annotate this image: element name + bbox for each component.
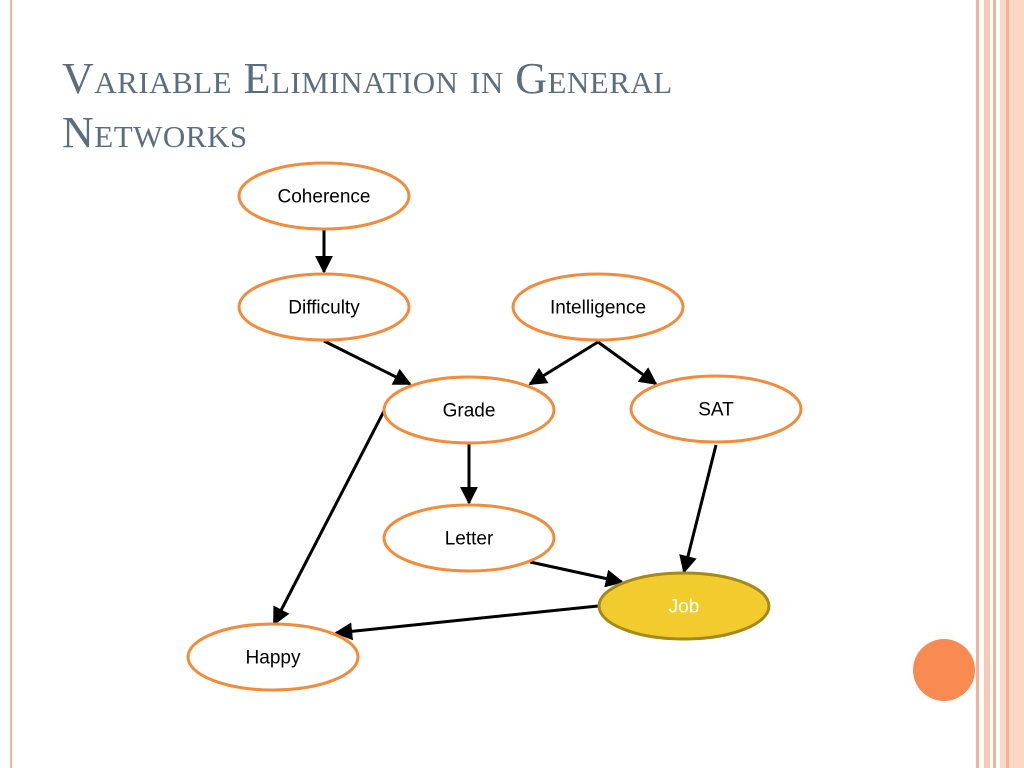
node-intelligence: Intelligence — [511, 272, 685, 342]
node-sat-shape — [629, 374, 803, 444]
node-letter-shape — [382, 503, 556, 573]
node-job: Job — [597, 571, 771, 641]
node-grade-shape — [382, 375, 556, 445]
node-job-shape — [597, 571, 771, 641]
node-coherence-label: Coherence — [278, 187, 371, 208]
left-border-rule — [10, 0, 12, 768]
slide-title-line-1: Variable Elimination in General — [62, 54, 673, 103]
node-difficulty: Difficulty — [237, 272, 411, 342]
node-intelligence-shape — [511, 272, 685, 342]
node-difficulty-shape — [237, 272, 411, 342]
node-grade-label: Grade — [443, 401, 496, 422]
node-sat-label: SAT — [698, 400, 734, 421]
node-difficulty-label: Difficulty — [288, 298, 360, 319]
slide-title: Variable Elimination in General Networks — [62, 52, 922, 160]
node-coherence-shape — [237, 161, 411, 231]
node-job-label: Job — [669, 597, 700, 618]
node-happy-label: Happy — [246, 648, 301, 669]
node-letter: Letter — [382, 503, 556, 573]
edge-intelligence-sat — [597, 340, 658, 386]
slide-title-line-2: Networks — [62, 108, 248, 157]
node-happy-shape — [186, 622, 360, 692]
node-sat: SAT — [629, 374, 803, 444]
edge-letter-job — [529, 560, 624, 588]
edge-job-happy — [334, 604, 599, 641]
edges — [272, 229, 718, 641]
node-coherence: Coherence — [237, 161, 411, 231]
node-letter-label: Letter — [445, 529, 494, 550]
edge-intelligence-grade — [528, 340, 599, 386]
node-grade: Grade — [382, 375, 556, 445]
right-border-stripes — [976, 0, 1024, 768]
edge-sat-job — [679, 444, 718, 574]
accent-circle — [913, 639, 975, 701]
edge-difficulty-grade — [323, 339, 412, 386]
node-happy: Happy — [186, 622, 360, 692]
node-intelligence-label: Intelligence — [550, 298, 646, 319]
edge-grade-happy — [272, 410, 386, 626]
